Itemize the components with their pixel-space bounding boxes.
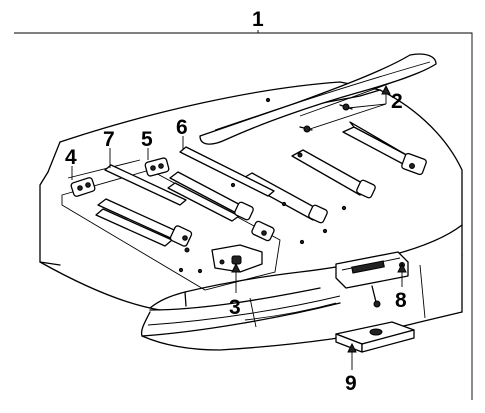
leader-arrows — [231, 84, 407, 353]
callout-4: 4 — [65, 146, 77, 169]
part-7-rail-strip — [104, 164, 187, 206]
callout-8: 8 — [395, 289, 407, 312]
callout-9: 9 — [345, 372, 357, 395]
callout-5: 5 — [141, 128, 153, 151]
part-3-bracket — [211, 244, 263, 273]
callout-2: 2 — [391, 90, 403, 113]
trunk-fastener-dots — [178, 97, 347, 274]
part-8-lamp-housing — [335, 251, 409, 289]
assembly-frame — [14, 32, 473, 400]
callout-6: 6 — [176, 116, 188, 139]
part-9-mounting-pad — [335, 321, 415, 353]
callout-7: 7 — [103, 128, 115, 151]
spoiler-fasteners — [299, 103, 353, 133]
part-5-rail-assembly — [144, 157, 275, 242]
part-6-rail-strip — [179, 146, 275, 197]
part-4-rail-assembly — [70, 177, 193, 253]
rear-spoiler — [199, 53, 437, 145]
trunk-rails — [239, 121, 427, 224]
lamp-screw — [371, 285, 381, 308]
callout-1: 1 — [252, 8, 264, 31]
callout-3: 3 — [229, 296, 241, 319]
